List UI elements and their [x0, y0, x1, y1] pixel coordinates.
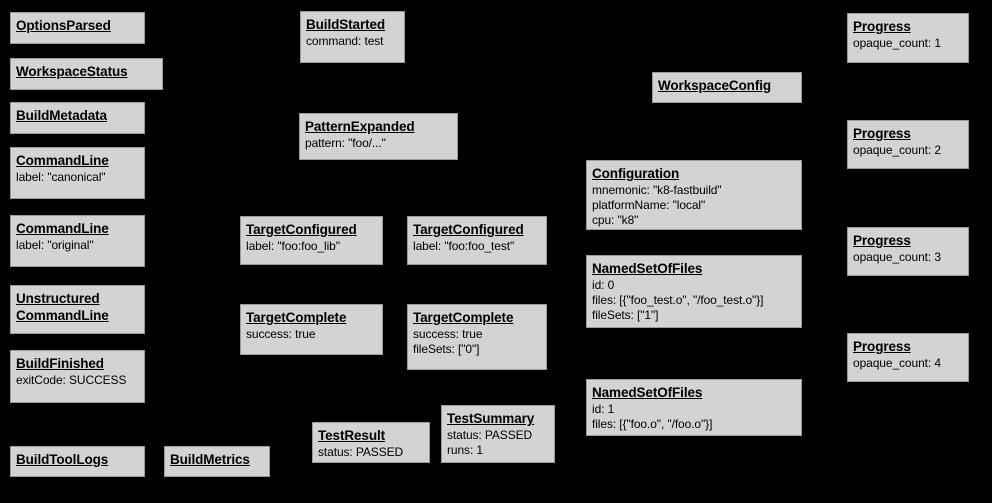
node-title: Progress [853, 126, 911, 141]
node-title: Progress [853, 19, 911, 34]
node-progress-3[interactable]: Progress opaque_count: 3 [847, 227, 969, 276]
node-title: NamedSetOfFiles [592, 261, 703, 276]
node-fields: opaque_count: 4 [853, 356, 963, 371]
node-field: exitCode: SUCCESS [16, 373, 127, 387]
node-field: label: "original" [16, 238, 94, 252]
node-fields: status: PASSED [318, 445, 424, 460]
node-field: files: [{"foo_test.o", "/foo_test.o"}] [592, 293, 764, 307]
node-title: CommandLine [16, 221, 109, 236]
node-target-configured-foo-test[interactable]: TargetConfigured label: "foo:foo_test" [407, 216, 547, 265]
node-field: label: "foo:foo_lib" [246, 239, 340, 253]
node-title: PatternExpanded [305, 119, 415, 134]
node-unstructured-command-line[interactable]: Unstructured CommandLine [10, 285, 145, 334]
node-title: TargetComplete [413, 310, 514, 325]
node-field: opaque_count: 1 [853, 36, 941, 50]
node-field: label: "canonical" [16, 170, 106, 184]
node-progress-2[interactable]: Progress opaque_count: 2 [847, 120, 969, 169]
node-field: opaque_count: 4 [853, 356, 941, 370]
node-options-parsed[interactable]: OptionsParsed [10, 12, 145, 44]
node-fields: success: true [246, 327, 377, 342]
node-title: Progress [853, 233, 911, 248]
node-field: fileSets: ["0"] [413, 342, 480, 356]
node-field: mnemonic: "k8-fastbuild" [592, 183, 722, 197]
node-field: opaque_count: 2 [853, 143, 941, 157]
node-build-tool-logs[interactable]: BuildToolLogs [10, 446, 145, 477]
node-fields: command: test [306, 34, 399, 49]
node-title: WorkspaceConfig [658, 78, 772, 93]
node-fields: pattern: "foo/..." [305, 136, 452, 151]
node-field: files: [{"foo.o", "/foo.o"}] [592, 417, 713, 431]
node-workspace-status[interactable]: WorkspaceStatus [10, 58, 163, 90]
node-title: BuildMetadata [16, 108, 107, 123]
node-title: WorkspaceStatus [16, 64, 128, 79]
node-title: BuildToolLogs [16, 452, 109, 467]
node-target-configured-foo-lib[interactable]: TargetConfigured label: "foo:foo_lib" [240, 216, 383, 265]
node-field: label: "foo:foo_test" [413, 239, 515, 253]
node-field: pattern: "foo/..." [305, 136, 386, 150]
node-pattern-expanded[interactable]: PatternExpanded pattern: "foo/..." [299, 113, 458, 160]
node-build-finished[interactable]: BuildFinished exitCode: SUCCESS [10, 350, 145, 403]
node-title: BuildStarted [306, 17, 386, 32]
node-fields: label: "foo:foo_lib" [246, 239, 377, 254]
node-title: OptionsParsed [16, 18, 111, 33]
node-command-line-original[interactable]: CommandLine label: "original" [10, 215, 145, 267]
node-title: CommandLine [16, 153, 109, 168]
node-fields: opaque_count: 1 [853, 36, 963, 51]
node-title: BuildMetrics [170, 452, 250, 467]
node-title: TestResult [318, 428, 386, 443]
node-fields: label: "original" [16, 238, 139, 253]
node-title: Configuration [592, 166, 680, 181]
node-title: NamedSetOfFiles [592, 385, 703, 400]
node-build-started[interactable]: BuildStarted command: test [300, 11, 405, 63]
node-workspace-config[interactable]: WorkspaceConfig [652, 72, 802, 103]
node-fields: opaque_count: 2 [853, 143, 963, 158]
node-field: status: PASSED [318, 445, 404, 459]
node-title: Progress [853, 339, 911, 354]
node-build-metrics[interactable]: BuildMetrics [164, 446, 270, 477]
node-progress-4[interactable]: Progress opaque_count: 4 [847, 333, 969, 382]
node-fields: exitCode: SUCCESS [16, 373, 139, 388]
node-fields: opaque_count: 3 [853, 250, 963, 265]
node-field: cpu: "k8" [592, 213, 639, 227]
node-field: id: 1 [592, 402, 615, 416]
node-field: success: true [246, 327, 316, 341]
node-configuration[interactable]: Configuration mnemonic: "k8-fastbuild"pla… [586, 160, 802, 230]
node-test-result[interactable]: TestResult status: PASSED [312, 422, 430, 463]
node-title: TargetConfigured [246, 222, 357, 237]
node-title: TargetComplete [246, 310, 347, 325]
node-progress-1[interactable]: Progress opaque_count: 1 [847, 13, 969, 63]
node-title: BuildFinished [16, 356, 104, 371]
node-field: runs: 1 [447, 443, 483, 457]
node-title: TestSummary [447, 411, 535, 426]
node-title: TargetConfigured [413, 222, 524, 237]
node-field: status: PASSED [447, 428, 533, 442]
node-fields: mnemonic: "k8-fastbuild"platformName: "l… [592, 183, 796, 228]
node-build-metadata[interactable]: BuildMetadata [10, 102, 145, 134]
node-field: opaque_count: 3 [853, 250, 941, 264]
node-field: id: 0 [592, 278, 615, 292]
node-field: success: true [413, 327, 483, 341]
node-fields: label: "canonical" [16, 170, 139, 185]
node-field: platformName: "local" [592, 198, 706, 212]
node-field: fileSets: ["1"] [592, 308, 659, 322]
node-target-complete-lib[interactable]: TargetComplete success: true [240, 304, 383, 355]
node-fields: label: "foo:foo_test" [413, 239, 541, 254]
node-field: command: test [306, 34, 384, 48]
node-title: Unstructured CommandLine [16, 291, 109, 323]
node-command-line-canonical[interactable]: CommandLine label: "canonical" [10, 147, 145, 199]
